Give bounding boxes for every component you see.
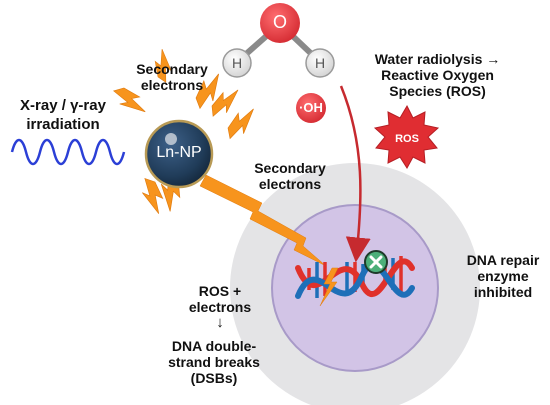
electron-bolt-to-dna-icon [199,174,327,267]
secondary-electrons-label-mid: Secondary electrons [254,160,326,192]
hydrogen-left-label: H [231,55,243,71]
inhibited-enzyme-icon [364,250,388,274]
nanoparticle-label: Ln-NP [156,144,202,161]
oxygen-atom [260,3,300,43]
bolt-icon [221,105,262,141]
hydrogen-atom-left [222,48,252,78]
water-radiolysis-label: Water radiolysis → Reactive Oxygen Speci… [374,51,501,99]
irradiation-label: X-ray / γ-ray irradiation [20,97,106,133]
dna-repair-label: DNA repair enzyme inhibited [466,252,540,300]
strand-break-bolt-icon [319,267,339,307]
ros-burst-label: ROS [395,133,419,145]
radiation-wave [10,138,126,166]
bolt-icon [139,177,165,215]
nanoparticle [144,119,214,189]
hydrogen-right-label: H [314,55,326,71]
nanoparticle-highlight [165,133,177,145]
dna-strand-red [295,258,415,297]
hydroxyl-radical [296,93,326,123]
ros-burst-icon [373,104,440,169]
hydroxyl-label: ·OH [299,100,323,115]
secondary-electrons-label-top: Secondary electrons [136,61,208,93]
ros-electrons-label: ROS + electrons ↓ [170,283,270,331]
down-arrow-icon: ↓ [216,314,224,331]
dsb-label: DNA double- strand breaks (DSBs) [168,338,260,386]
dna-strand-blue [295,261,415,299]
dna-helix [295,256,415,299]
hydrogen-atom-right [305,48,335,78]
radiolysis-arrow [339,85,371,263]
oxygen-label: O [272,12,287,32]
